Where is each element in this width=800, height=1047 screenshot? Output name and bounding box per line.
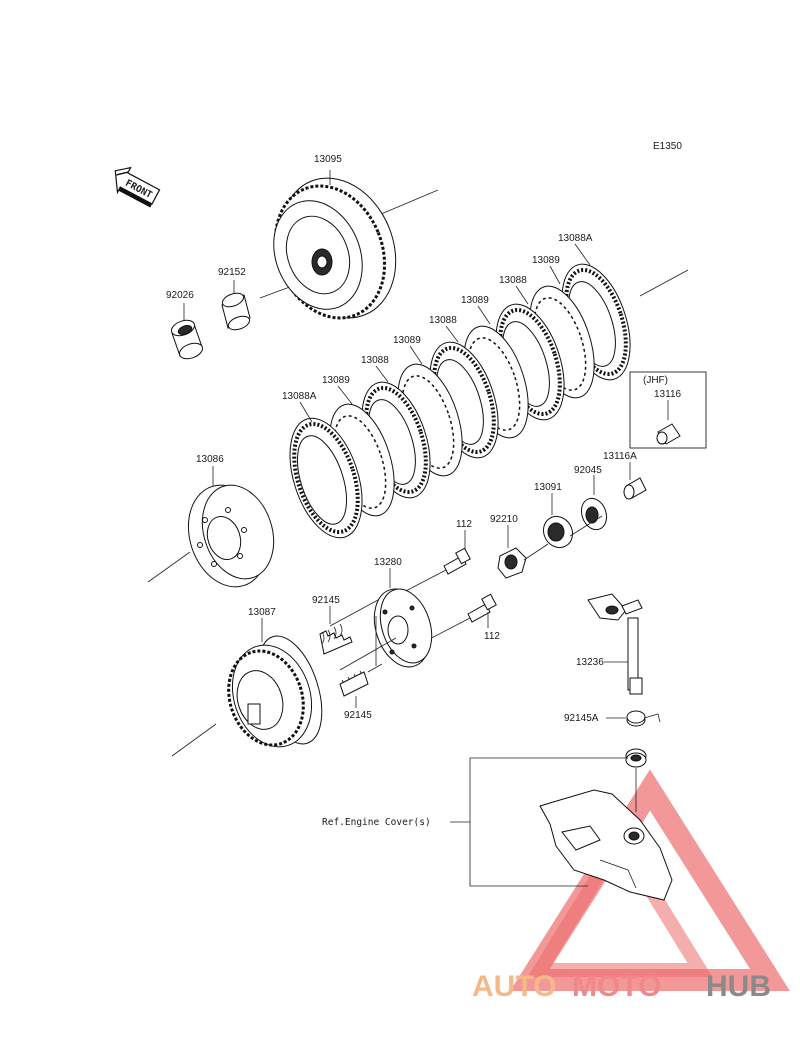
label-92145-top: 92145 [312,595,340,606]
label-13116A: 13116A [603,451,637,462]
diagram-code: E1350 [653,141,682,152]
label-13087: 13087 [248,607,276,618]
watermark-part1: AUTO [472,970,556,1003]
watermark-part2: MOTO [572,970,661,1003]
part-13116A [623,462,647,500]
part-92145-spring-bottom [339,670,369,708]
part-13236-release-shaft [587,593,643,695]
watermark-logo [510,769,790,991]
label-112-bottom: 112 [484,631,500,642]
label-13088A-top: 13088A [558,233,593,244]
label-92145A: 92145A [564,713,599,724]
label-13089-4: 13089 [322,375,350,386]
label-13088-1: 13088 [499,275,527,286]
label-13089-1: 13089 [532,255,560,266]
label-13086: 13086 [196,454,224,465]
part-92026-bushing [170,303,204,360]
label-13088-3: 13088 [361,355,389,366]
reference-label: Ref.Engine Cover(s) [322,817,431,828]
jhf-variant-box [629,371,707,449]
part-92152-sleeve [221,280,251,331]
part-92145A-spring [606,710,661,727]
label-13089-2: 13089 [461,295,489,306]
clutch-plate-stack [289,243,689,539]
label-92152: 92152 [218,267,246,278]
jhf-label: (JHF) [643,375,668,386]
part-13095-clutch-housing [259,170,439,320]
label-112-top: 112 [456,519,472,530]
part-13086-pressure-plate [147,466,275,588]
part-92210-nut [497,525,549,579]
part-112-bolt-top [399,530,471,595]
part-oil-seal [625,748,647,812]
part-13087-clutch-hub [171,618,323,757]
plate-13088A-bottom [289,417,363,539]
label-13088-2: 13088 [429,315,457,326]
part-13280-plate [329,568,433,673]
label-92210: 92210 [490,514,518,525]
label-13089-3: 13089 [393,335,421,346]
label-13236: 13236 [576,657,604,668]
part-92145-spring-top [319,606,353,655]
part-13091 [542,493,603,549]
label-13116: 13116 [654,389,682,400]
label-92045: 92045 [574,465,602,476]
label-13088A-bottom: 13088A [282,391,317,402]
label-13091: 13091 [534,482,562,493]
watermark-part3: HUB [706,970,771,1003]
front-arrow-icon: FRONT [114,166,161,208]
label-13280: 13280 [374,557,402,568]
label-13095: 13095 [314,154,342,165]
engine-cover-reference [450,757,673,901]
part-92045-bearing [580,475,608,531]
watermark-text: AUTO MOTO HUB [472,970,771,1003]
label-92145-bottom: 92145 [344,710,372,721]
label-92026: 92026 [166,290,194,301]
